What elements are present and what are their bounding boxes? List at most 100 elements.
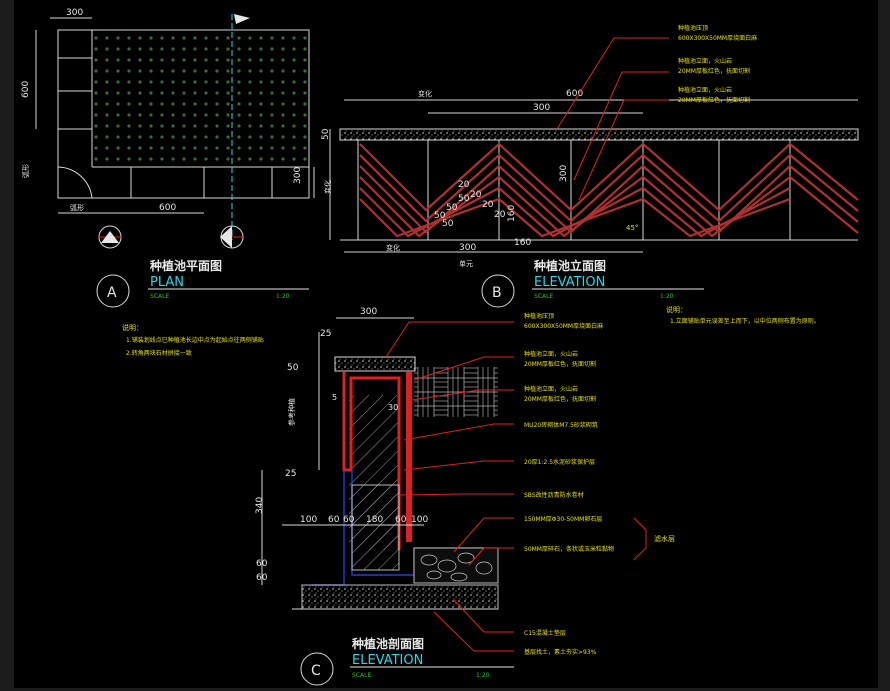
plan-dim-top: 300 (66, 8, 83, 18)
elev-dim-h300: 300 (559, 165, 569, 182)
plan-note-1: 1.铺装划线点已种植池长边中点为起始点往两侧铺贴 (126, 336, 264, 344)
plan-edge (58, 29, 93, 167)
flag-icon (234, 14, 250, 24)
svg-text:50: 50 (446, 203, 458, 213)
elev-scale-label: SCALE (534, 293, 553, 300)
elevation-view: 变化 600 300 50 变化 300 160 变化 300 160 单元 4… (321, 24, 859, 325)
cad-drawing: 300 600 600 弧形 300 弧形 A 种植池平面图 PLAN SCAL… (21, 8, 859, 686)
plan-dim-right: 300 (293, 167, 303, 184)
sect-callout-10: 50MM厚碎石，条状或玉米粒黏物 (524, 545, 614, 553)
elev-dim-angle: 45° (626, 224, 638, 232)
svg-text:50: 50 (434, 211, 446, 221)
section-concrete-base (301, 584, 499, 610)
sect-dim-h60b: 60 (343, 515, 355, 525)
sect-dim-30: 30 (388, 403, 398, 412)
sect-tag: C (311, 663, 321, 679)
sect-side-label: 参考种植 (287, 398, 296, 426)
section-red-facing (342, 372, 401, 550)
elev-dim-50: 50 (321, 128, 331, 140)
plan-tag-circle (96, 274, 130, 308)
section-marker-left (98, 225, 122, 249)
plan-outline (57, 29, 310, 199)
sect-callout-4: 种植池立面，火山岩 (524, 385, 578, 393)
sect-callout-6: MU20砖砌体M7.5砂浆砌筑 (524, 421, 598, 429)
sect-dim-top: 300 (360, 307, 377, 317)
sect-callout-3: 20MM厚板红色，抚面切割 (524, 360, 596, 368)
sect-callout-1: 600X300X50MM厚烧面白麻 (524, 322, 603, 330)
plan-scale-value: 1:20 (276, 293, 290, 300)
plan-scale-label: SCALE (150, 293, 169, 300)
plan-note-2: 2.转角两块石材拼接一致 (126, 349, 192, 357)
plan-note-0: 说明： (122, 323, 143, 332)
svg-text:20: 20 (470, 190, 482, 200)
sect-scale-value: 1:20 (476, 672, 490, 679)
sect-dim-340: 340 (255, 497, 265, 514)
sect-dim-h100a: 100 (300, 515, 317, 525)
elev-callout-4: 种植池立面，火山岩 (678, 86, 732, 94)
elev-note-0: 说明： (666, 305, 687, 314)
sect-dim-5: 5 (332, 393, 337, 402)
sect-callout-12: 基层找土，素土夯实>93% (524, 648, 597, 656)
elev-callout-2: 种植池立面，火山岩 (678, 57, 732, 65)
sect-callout-9: 150MM厚Φ30-50MM卵石层 (524, 515, 602, 523)
plan-paving-area (92, 30, 307, 167)
drawing-canvas: 300 600 600 弧形 300 弧形 A 种植池平面图 PLAN SCAL… (14, 0, 878, 688)
svg-text:50: 50 (458, 194, 470, 204)
sect-callout-11: C15混凝土垫层 (524, 629, 566, 637)
sect-title-en: ELEVATION (352, 653, 423, 668)
elev-callout-0: 种植池压顶 (678, 24, 708, 32)
sect-callout-7: 20厚1:2.5水泥砂浆保护层 (524, 458, 595, 466)
sect-title-cn: 种植池剖面图 (351, 636, 424, 651)
plan-title-cn: 种植池平面图 (149, 258, 222, 273)
sect-dim-25b: 25 (285, 469, 296, 479)
sect-dim-25: 25 (320, 329, 331, 339)
section-view: 300 25 50 5 30 25 340 60 60 100 60 60 18… (255, 307, 675, 686)
sect-callout-0: 种植池压顶 (524, 312, 554, 320)
section-coping (334, 356, 416, 372)
elev-dim-bot-var: 变化 (386, 243, 400, 252)
sect-dim-h100b: 100 (411, 515, 428, 525)
elev-dim-top-var: 变化 (418, 89, 432, 98)
elev-tag: B (492, 285, 502, 301)
svg-text:20: 20 (482, 200, 494, 210)
section-marker-right (220, 225, 244, 249)
elev-note-1: 1.立面铺贴单元误差至上而下，以中位两侧布置为原则。 (670, 317, 820, 325)
sect-callout-2: 种植池立面，火山岩 (524, 350, 578, 358)
section-red-facing-inner (406, 372, 412, 542)
plan-corner-arc (57, 166, 93, 199)
sect-dim-50: 50 (287, 363, 299, 373)
section-brick-elevation (414, 367, 498, 417)
elev-dim-bot-160: 160 (514, 238, 531, 248)
elev-title-cn: 种植池立面图 (533, 258, 606, 273)
svg-text:20: 20 (494, 210, 506, 220)
elev-callout-3: 20MM厚板红色，抚面切割 (678, 67, 750, 75)
plan-title-en: PLAN (150, 275, 184, 290)
elev-dim-top-300: 300 (533, 103, 550, 113)
sect-dim-h60a: 60 (328, 515, 340, 525)
elev-scale-value: 1:20 (660, 293, 674, 300)
elev-dim-left-var: 变化 (323, 180, 332, 194)
svg-text:50: 50 (442, 219, 454, 229)
elev-callout-1: 600X300X50MM厚烧面白麻 (678, 34, 757, 42)
sect-callout-8: SBS改性沥青防水卷材 (524, 491, 584, 499)
elev-diagonal-dims: 20 20 20 20 50 50 50 50 (434, 180, 506, 229)
sect-callout-5: 20MM厚板红色，抚面切割 (524, 395, 596, 403)
elev-tag-circle (481, 274, 515, 308)
plan-dim-bottom: 600 (159, 203, 176, 213)
plan-view: 300 600 600 弧形 300 弧形 A 种植池平面图 PLAN SCAL… (21, 8, 315, 357)
elev-callout-5: 20MM厚板红色，抚面切割 (678, 96, 750, 104)
elev-dim-top-600: 600 (566, 89, 583, 99)
plan-dim-left: 600 (21, 81, 31, 98)
elev-dim-bot-300: 300 (459, 243, 476, 253)
sect-scale-label: SCALE (352, 672, 371, 679)
sect-tag-circle (300, 652, 334, 686)
sect-dim-h60c: 60 (395, 515, 407, 525)
sect-dim-60a: 60 (256, 559, 268, 569)
sect-dim-60b: 60 (256, 573, 268, 583)
plan-dim-bottom-left: 弧形 (70, 203, 84, 212)
elev-title-en: ELEVATION (534, 275, 605, 290)
elevation-coping (339, 128, 859, 141)
plan-tag: A (107, 285, 117, 301)
svg-text:20: 20 (458, 180, 470, 190)
